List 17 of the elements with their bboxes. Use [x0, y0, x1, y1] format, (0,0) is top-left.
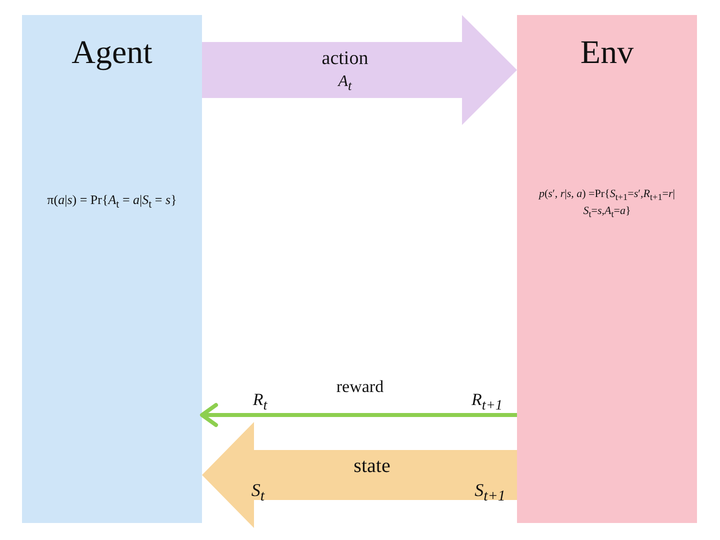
variable-label: R$_{t+1}$: [472, 390, 502, 414]
edge-label: state: [354, 455, 390, 478]
panel-title: Agent: [72, 35, 152, 72]
edge-label: action: [322, 48, 368, 70]
variable-label: R$_{t}$: [252, 390, 268, 414]
panel: [517, 15, 697, 523]
edge-label: reward: [336, 377, 384, 397]
panel-title: Env: [580, 35, 634, 72]
arrow: [200, 403, 517, 427]
formula: π(a|s) = Pr{A$_{t}$ = a|S$_{t}$ = s}: [46, 192, 178, 212]
variable-label: S$_{t+1}$: [474, 480, 506, 506]
variable-label: A$_{t}$: [338, 73, 352, 94]
formula: p(s′, r|s, a) =Pr{S$_{t+1}$=s′,R$_{t+1}$=r| S$_{t}$=s,A$_{t}$=a}: [538, 187, 676, 222]
block-arrow: [202, 422, 517, 528]
panel: [22, 15, 202, 523]
variable-label: S$_{t}$: [251, 480, 265, 506]
block-arrow: [202, 15, 517, 125]
